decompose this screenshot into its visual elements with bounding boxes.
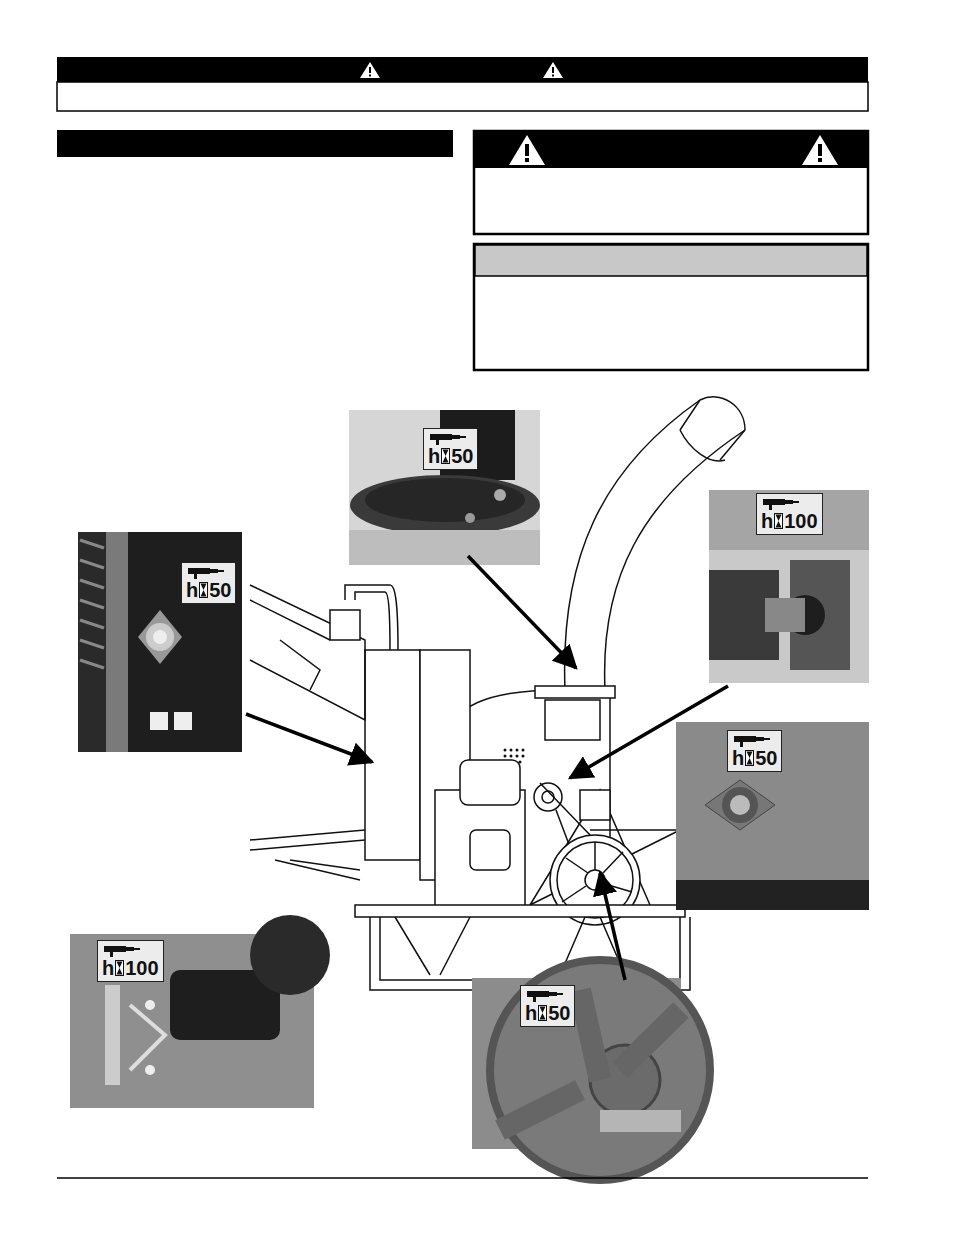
hour-unit: h <box>761 510 773 532</box>
lube-interval-callout: h 50 <box>520 985 575 1027</box>
hour-unit: h <box>428 445 440 467</box>
callout-row: h 100 <box>761 510 818 532</box>
hour-unit: h <box>732 747 744 769</box>
lube-interval-callout: h 50 <box>181 562 236 604</box>
callout-row: h 100 <box>102 957 159 979</box>
warning-box <box>474 131 868 234</box>
photo-inset-right-mid <box>676 722 869 910</box>
header-warning-bar <box>57 57 868 111</box>
photo-inset-top <box>349 410 540 565</box>
hour-unit: h <box>102 957 114 979</box>
grease-gun-icon <box>186 565 226 579</box>
lube-interval-callout: h 100 <box>756 493 823 535</box>
hour-unit: h <box>186 579 198 601</box>
lube-interval-callout: h 50 <box>423 428 478 470</box>
lube-interval-callout: h 50 <box>727 730 782 772</box>
interval-number: 50 <box>451 445 473 467</box>
interval-number: 50 <box>548 1002 570 1024</box>
callout-row: h 50 <box>186 579 231 601</box>
photo-inset-bottom <box>472 960 710 1180</box>
lube-interval-callout: h 100 <box>97 940 164 982</box>
section-heading-bar <box>57 130 453 157</box>
interval-number: 100 <box>125 957 158 979</box>
photo-inset-bottom-left <box>70 915 330 1108</box>
callout-row: h 50 <box>428 445 473 467</box>
callout-row: h 50 <box>732 747 777 769</box>
footer-rule <box>57 1177 868 1179</box>
hourglass-symbol <box>538 1005 547 1021</box>
grease-gun-icon <box>428 431 468 445</box>
grease-gun-icon <box>732 733 772 747</box>
hourglass-symbol <box>199 582 208 598</box>
photo-inset-right-top <box>709 490 869 683</box>
machine-drawing <box>250 397 745 990</box>
interval-number: 50 <box>755 747 777 769</box>
grease-gun-icon <box>761 496 801 510</box>
interval-number: 50 <box>209 579 231 601</box>
hourglass-symbol <box>745 750 754 766</box>
hour-unit: h <box>525 1002 537 1024</box>
notice-box <box>474 244 868 370</box>
leader-arrow <box>246 556 728 980</box>
callout-row: h 50 <box>525 1002 570 1024</box>
photo-inset-left <box>78 532 242 752</box>
grease-gun-icon <box>102 943 142 957</box>
hourglass-symbol <box>774 513 783 529</box>
hourglass-symbol <box>115 960 124 976</box>
grease-gun-icon <box>525 988 565 1002</box>
interval-number: 100 <box>784 510 817 532</box>
hourglass-symbol <box>441 448 450 464</box>
